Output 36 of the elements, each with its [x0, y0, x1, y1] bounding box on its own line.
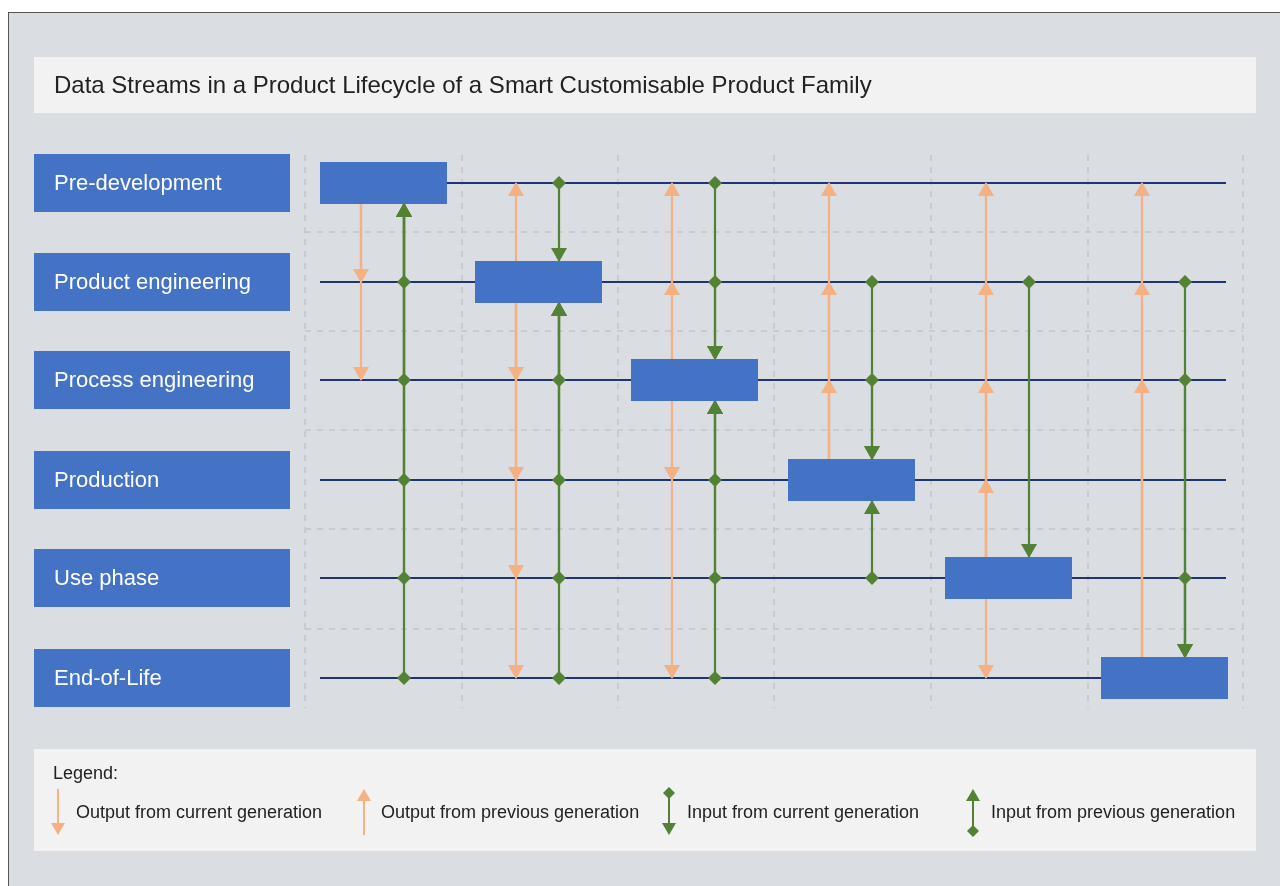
arrow: [1177, 571, 1193, 658]
arrow: [551, 176, 567, 262]
arrow: [978, 182, 994, 557]
arrow: [821, 182, 837, 459]
phase-bar: [945, 557, 1072, 599]
phase-bar: [1101, 657, 1228, 699]
legend-label: Output from previous generation: [381, 802, 640, 823]
arrow: [551, 302, 567, 685]
arrow: [353, 204, 369, 381]
phase-bar: [475, 261, 602, 303]
phase-box: Process engineering: [34, 351, 290, 409]
phase-box: Production: [34, 451, 290, 509]
phase-bar: [631, 359, 758, 401]
phase-bar: [320, 162, 447, 204]
phase-box: Pre-development: [34, 154, 290, 212]
title: Data Streams in a Product Lifecycle of a Smart Customisable Product Family: [34, 57, 1256, 113]
legend-label: Input from previous generation: [991, 802, 1236, 823]
arrow: [707, 400, 723, 685]
arrow: [864, 373, 880, 460]
arrow: [508, 182, 524, 261]
arrow: [707, 275, 723, 360]
legend-heading: Legend:: [53, 763, 119, 784]
phase-box: Product engineering: [34, 253, 290, 311]
phase-box: Use phase: [34, 549, 290, 607]
arrow: [508, 303, 524, 679]
arrow: [1021, 275, 1037, 558]
arrow: [864, 500, 880, 585]
legend-label: Input from current generation: [687, 802, 920, 823]
legend-label: Output from current generation: [76, 802, 323, 823]
arrow: [664, 401, 680, 679]
arrow: [978, 599, 994, 679]
phase-bar: [788, 459, 915, 501]
arrow: [396, 203, 412, 685]
phase-box: End-of-Life: [34, 649, 290, 707]
arrow: [664, 182, 680, 359]
arrow: [1134, 182, 1150, 657]
